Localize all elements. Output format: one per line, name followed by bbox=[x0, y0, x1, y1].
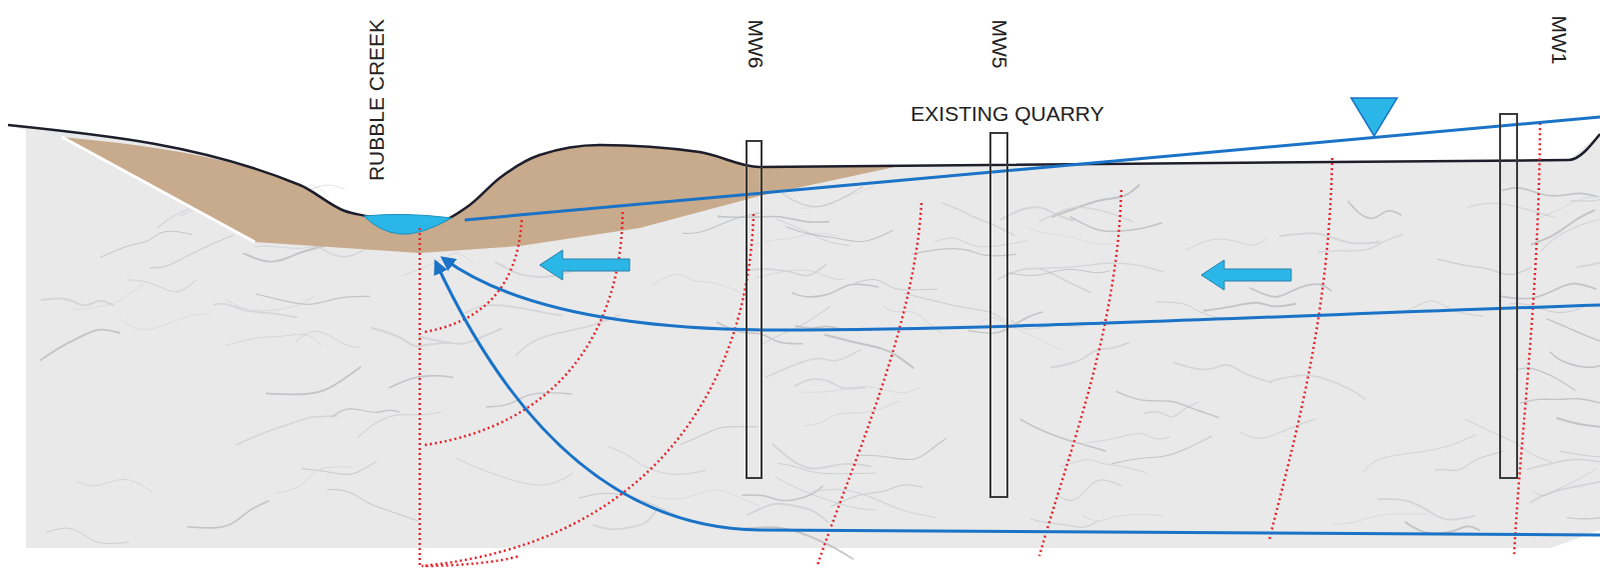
water-table bbox=[464, 116, 1600, 220]
feature-label: MW1 bbox=[1549, 15, 1571, 65]
equipotential-lines bbox=[419, 122, 1541, 566]
feature-label: MW6 bbox=[745, 19, 767, 69]
monitoring-well bbox=[746, 140, 762, 478]
feature-label: RUBBLE CREEK bbox=[365, 18, 387, 181]
water-table-symbol bbox=[1351, 97, 1398, 136]
ground-surface bbox=[7, 124, 1600, 227]
area-label: EXISTING QUARRY bbox=[910, 102, 1104, 124]
flow-arrow bbox=[1201, 259, 1292, 290]
monitoring-well bbox=[1500, 113, 1518, 478]
monitoring-well bbox=[990, 132, 1008, 497]
soil-edge bbox=[61, 136, 255, 242]
flow-line bbox=[435, 261, 1600, 535]
feature-label: MW5 bbox=[989, 19, 1011, 69]
creek-water bbox=[363, 213, 452, 234]
flow-arrow bbox=[539, 249, 630, 280]
